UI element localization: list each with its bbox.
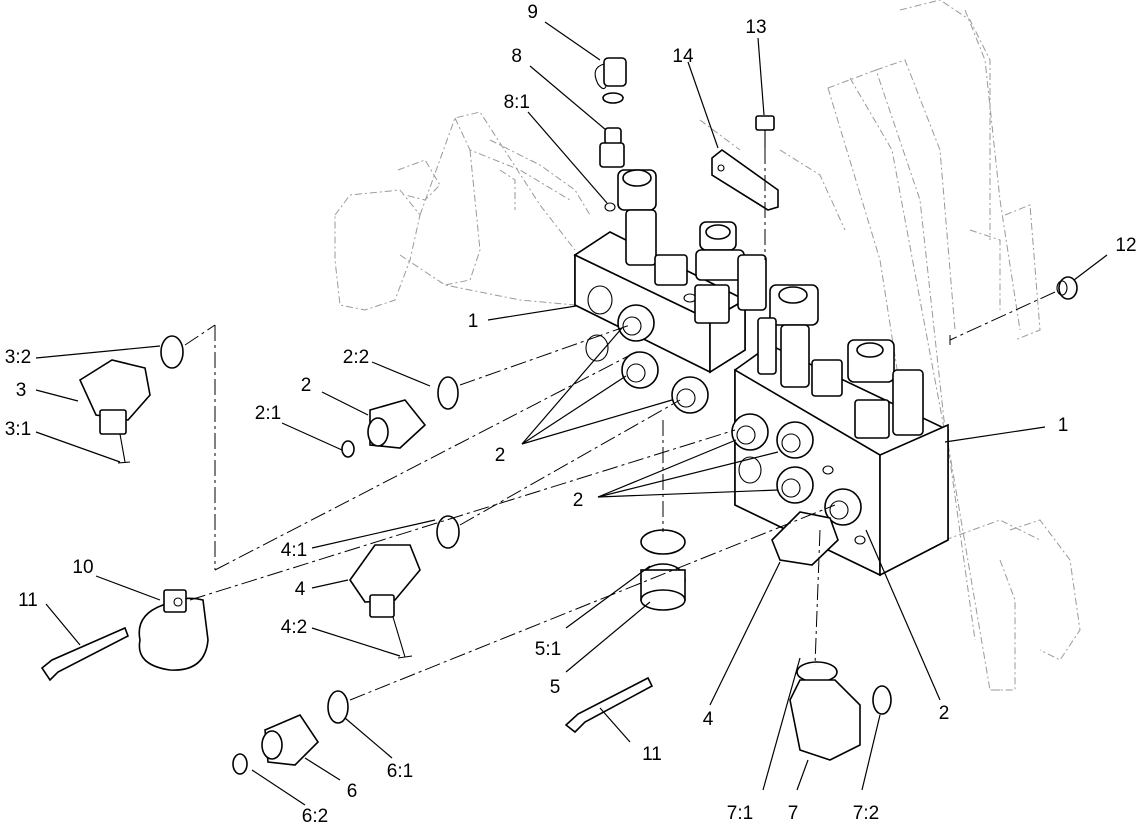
callout-3-2: 3:2 [5, 347, 31, 368]
callout-1-left: 1 [468, 311, 479, 332]
callout-4-a: 4 [295, 579, 306, 600]
valve-cartridges [617, 169, 924, 439]
callout-9: 9 [527, 2, 538, 23]
callout-2-b: 2 [495, 445, 506, 466]
callout-2-d: 2 [939, 703, 950, 724]
callout-4-b: 4 [703, 709, 714, 730]
callout-1-right: 1 [1058, 415, 1069, 436]
callout-6-2: 6:2 [302, 806, 328, 827]
callout-8-1: 8:1 [504, 92, 530, 113]
callout-13: 13 [745, 17, 766, 38]
test-port-fittings [594, 57, 627, 212]
callout-5: 5 [550, 677, 561, 698]
callout-6: 6 [347, 781, 358, 802]
manifold-straight-fittings [617, 304, 862, 526]
clamp-and-bolt-left [40, 589, 209, 682]
callout-7-1: 7:1 [727, 803, 753, 824]
callout-4-1: 4:1 [281, 540, 307, 561]
bolt-11-bottom [564, 676, 654, 734]
callout-2-1: 2:1 [255, 403, 281, 424]
elbow-fitting-3 [78, 335, 184, 464]
callout-3: 3 [16, 380, 27, 401]
callout-2-c: 2 [573, 490, 584, 511]
plug-12 [949, 276, 1078, 341]
bracket-and-bolt [711, 115, 779, 260]
straight-fitting-6 [232, 690, 349, 775]
callout-11-a: 11 [18, 590, 38, 611]
callout-7: 7 [788, 803, 799, 824]
elbow-fitting-near-manifold [771, 511, 839, 566]
elbow-fitting-4 [349, 515, 460, 659]
callout-12: 12 [1115, 235, 1136, 256]
callout-labels: 9 8 8:1 14 13 12 1 1 3:2 3 3:1 2:2 2 2:1… [5, 2, 1137, 827]
callout-2-a: 2 [301, 375, 312, 396]
assembly-centerlines [184, 324, 951, 701]
callout-2-2: 2:2 [343, 347, 369, 368]
frame-ghost-lines [334, 0, 1081, 691]
callout-10: 10 [72, 557, 93, 578]
callout-14: 14 [672, 46, 694, 67]
callout-3-1: 3:1 [5, 419, 31, 440]
leader-lines [35, 21, 1108, 806]
plug-5 [640, 420, 686, 611]
callout-7-2: 7:2 [853, 803, 879, 824]
callout-8: 8 [511, 46, 522, 67]
callout-5-1: 5:1 [535, 639, 561, 660]
straight-fitting-2 [341, 376, 459, 458]
callout-4-2: 4:2 [281, 617, 307, 638]
elbow-fitting-7 [789, 661, 892, 761]
callout-11-b: 11 [642, 744, 662, 765]
callout-6-1: 6:1 [387, 761, 413, 782]
